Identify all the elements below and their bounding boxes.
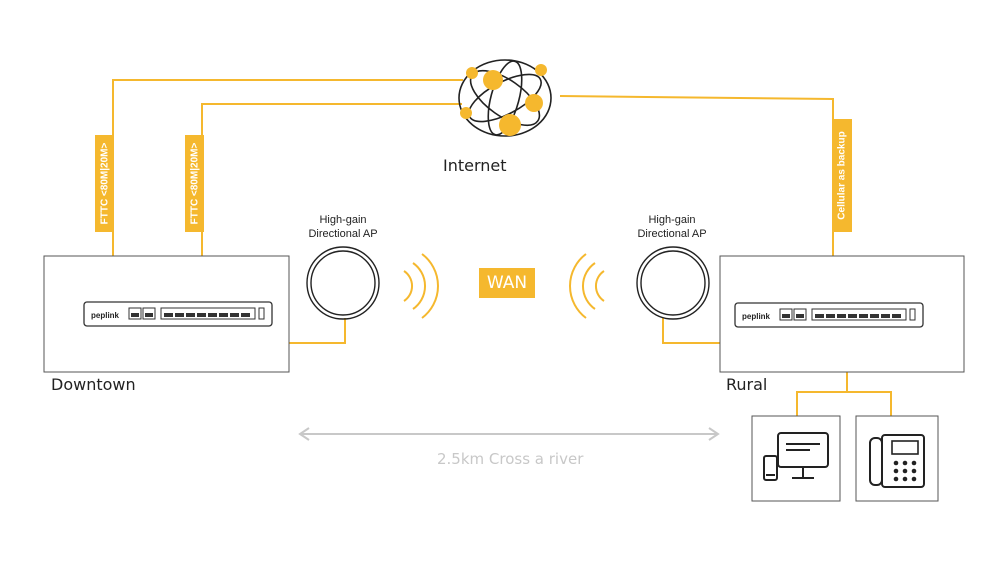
ap-label-right-line1: High-gain <box>648 214 696 226</box>
signal-wave-right-2 <box>582 262 596 310</box>
rural-label: Rural <box>726 375 768 394</box>
signal-wave-right-3 <box>569 253 587 319</box>
wan-label: WAN <box>479 268 535 298</box>
svg-text:peplink: peplink <box>91 311 120 320</box>
ap-label-left: High-gain Directional AP <box>297 213 389 241</box>
fttc-tag-1: FTTC <80M|20M> <box>95 135 114 232</box>
downtown-label: Downtown <box>51 375 136 394</box>
distance-label: 2.5km Cross a river <box>437 450 584 468</box>
signal-wave-right-1 <box>595 270 605 302</box>
ap-label-left-line1: High-gain <box>319 214 367 226</box>
cellular-tag: Cellular as backup <box>833 119 852 232</box>
globe-network-icon <box>458 59 552 137</box>
ap-label-right: High-gain Directional AP <box>626 213 718 241</box>
lan-split-line <box>796 391 892 416</box>
signal-wave-left-1 <box>403 270 413 302</box>
downtown-router: peplink <box>83 301 273 327</box>
computer-devices-icon <box>763 432 829 481</box>
ap-label-right-line2: Directional AP <box>637 228 707 240</box>
internet-label: Internet <box>443 156 507 175</box>
fttc-tag-2: FTTC <80M|20M> <box>185 135 204 232</box>
fttc-line-1 <box>112 79 463 256</box>
distance-arrow <box>298 427 720 441</box>
ap-label-left-line2: Directional AP <box>308 228 378 240</box>
phone-endpoint-box <box>855 415 939 502</box>
rural-router: peplink <box>734 302 924 328</box>
antenna-icon-right <box>636 246 710 320</box>
svg-text:peplink: peplink <box>742 312 771 321</box>
signal-wave-left-2 <box>412 262 426 310</box>
antenna-icon-left <box>306 246 380 320</box>
desk-phone-icon <box>869 434 925 488</box>
signal-wave-left-3 <box>421 253 439 319</box>
computer-endpoint-box <box>751 415 841 502</box>
